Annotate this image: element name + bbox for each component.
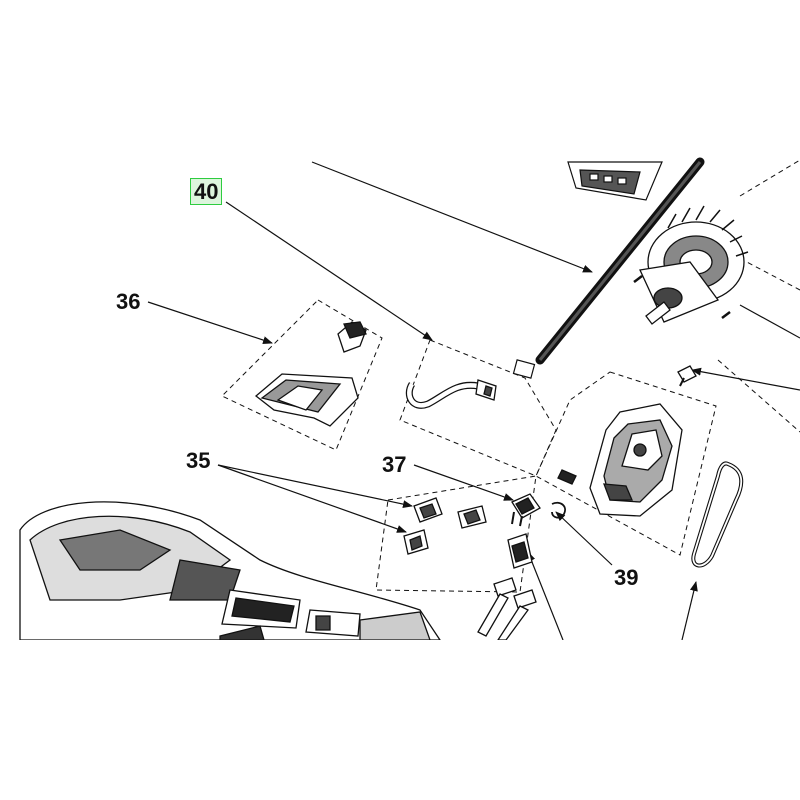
callout-37[interactable]: 37: [382, 452, 407, 477]
leader-37: [413, 464, 514, 501]
outline-motor: [717, 159, 800, 433]
circuit-board: [567, 161, 663, 201]
leader-cable: [311, 161, 593, 273]
leader-bracket: [527, 551, 564, 641]
outline-bottom: [375, 475, 537, 593]
leader-fitting: [691, 367, 800, 391]
leader-35a: [217, 464, 413, 509]
leader-35b: [217, 464, 407, 533]
callout-35[interactable]: 35: [186, 448, 211, 473]
pump-housing: [557, 403, 683, 517]
leader-lines: [147, 161, 800, 641]
motor-assembly: [633, 205, 749, 325]
fitting-right: [677, 365, 697, 387]
gasket: [691, 461, 744, 568]
power-cable: [512, 157, 705, 379]
leader-40: [225, 201, 433, 341]
outline-pump: [535, 371, 717, 556]
outline-40: [399, 339, 557, 477]
item-37-switch: [511, 493, 541, 527]
callout-39[interactable]: 39: [614, 565, 639, 590]
leader-39: [555, 511, 613, 566]
callout-40[interactable]: 40: [190, 178, 223, 205]
main-housing: [19, 501, 442, 641]
item-36-trigger: [254, 321, 367, 427]
item-39-clip: [551, 501, 566, 519]
item-40-hose: [405, 379, 497, 409]
bracket-and-bolts: [477, 533, 537, 641]
callout-36[interactable]: 36: [116, 289, 141, 314]
crop-band: [0, 640, 800, 800]
leader-gasket: [681, 581, 698, 641]
leader-36: [147, 301, 273, 344]
leader-motor: [739, 304, 800, 339]
item-35-connectors: [403, 497, 487, 555]
